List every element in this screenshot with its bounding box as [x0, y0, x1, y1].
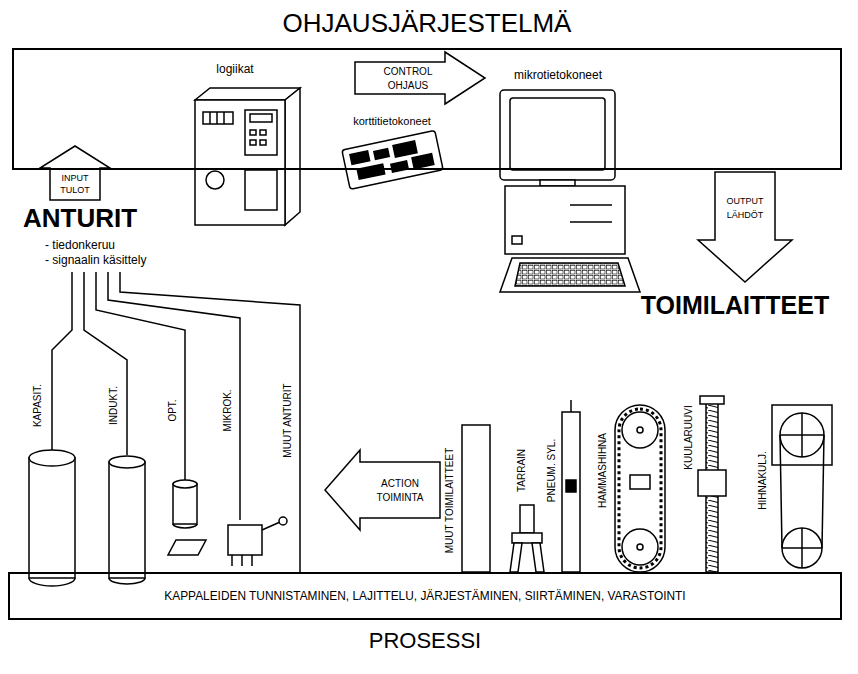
vertical-label: HAMMASHIHNA — [597, 432, 608, 507]
label: - tiedonkeruu — [45, 239, 115, 252]
label: korttitietokoneet — [353, 115, 431, 127]
label: CONTROL — [384, 66, 433, 77]
ball-screw — [698, 396, 726, 572]
optical-sensor — [168, 480, 206, 555]
capacitive-sensor — [29, 450, 75, 586]
label: OHJAUS — [388, 80, 429, 91]
vertical-label: OPT. — [166, 399, 177, 421]
gripper — [510, 505, 544, 572]
vertical-label: INDUKT. — [108, 386, 119, 425]
plc-device — [195, 88, 300, 225]
label: INPUT — [62, 174, 89, 184]
label: OUTPUT — [727, 197, 764, 207]
band-title: OHJAUSJÄRJESTELMÄ — [14, 8, 840, 39]
micro-computer — [500, 90, 640, 292]
toothed-belt — [615, 405, 665, 572]
vertical-label: MUUT TOIMILAITTEET — [444, 447, 455, 553]
band-caption: PROSESSI — [10, 628, 840, 654]
vertical-label: KAPASIT. — [32, 383, 43, 426]
label: logiikat — [216, 63, 253, 76]
vertical-label: PNEUM. SYL. — [546, 438, 557, 501]
vertical-label: MUUT ANTURIT — [281, 383, 292, 457]
vertical-label: HIHNAKULJ. — [756, 451, 767, 509]
vertical-label: TARRAIN — [517, 448, 528, 491]
band-title: KAPPALEIDEN TUNNISTAMINEN, LAJITTELU, JÄ… — [10, 589, 840, 603]
micro-switch — [228, 517, 287, 566]
label: LÄHDÖT — [727, 211, 764, 221]
card-computer — [342, 130, 443, 189]
label: mikrotietokoneet — [514, 69, 602, 82]
belt-conveyor — [772, 405, 832, 568]
process-band: KAPPALEIDEN TUNNISTAMINEN, LAJITTELU, JÄ… — [8, 572, 842, 620]
vertical-label: KUULARUUVI — [683, 405, 694, 469]
label: - signaalin käsittely — [45, 254, 146, 267]
label: ANTURIT — [23, 204, 137, 233]
other-actuator — [462, 425, 490, 572]
label: ACTION — [381, 478, 419, 489]
input-arrow — [40, 146, 110, 200]
label: TULOT — [60, 186, 90, 196]
action-arrow — [325, 450, 440, 530]
inductive-sensor — [109, 456, 145, 584]
sensor-wire — [52, 272, 300, 572]
label: TOIMINTA — [377, 492, 424, 503]
control-arrow — [355, 52, 485, 104]
pneumatic-cylinder — [562, 400, 580, 572]
vertical-label: MIKROK. — [221, 389, 232, 431]
label: TOIMILAITTEET — [641, 292, 829, 320]
output-arrow — [698, 172, 792, 282]
